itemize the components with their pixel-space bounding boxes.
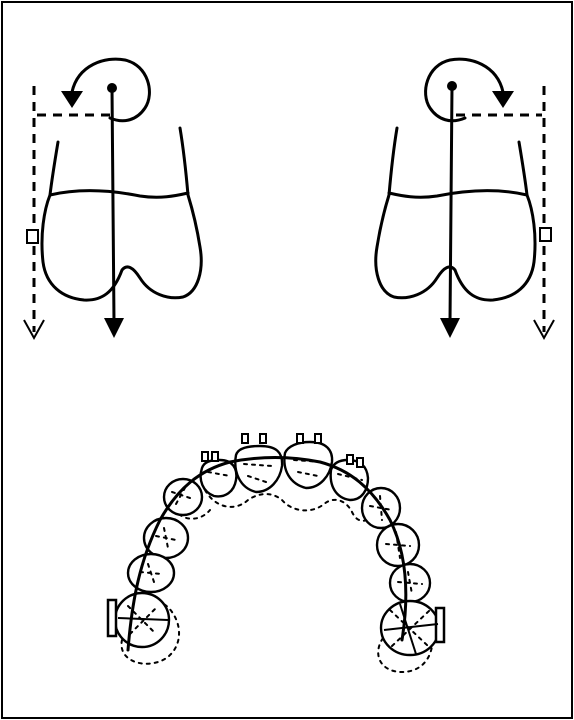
left-bracket (27, 230, 38, 243)
bracket-incisor-2b (315, 434, 321, 443)
left-axis-arrowhead (104, 318, 124, 338)
left-molar-band (108, 600, 116, 636)
bracket-incisor-1a (242, 434, 248, 443)
left-molar-diagram (24, 59, 201, 338)
bracket-lateral-right-b (357, 458, 363, 467)
bracket-incisor-1b (260, 434, 266, 443)
right-axis-arrowhead (440, 318, 460, 338)
left-rotation-arrowhead (61, 91, 83, 108)
right-bracket (540, 228, 551, 241)
dental-arch (108, 434, 444, 672)
right-tooth-outline (376, 128, 535, 300)
right-rotation-arrowhead (492, 91, 514, 108)
right-rotation-arc (426, 59, 503, 121)
bracket-lateral-left-b (212, 452, 218, 461)
left-tooth-cej-line (50, 191, 188, 198)
tooth-left-canine (164, 479, 202, 515)
bracket-lateral-left-a (202, 452, 208, 461)
right-molar-diagram (376, 59, 554, 338)
bracket-incisor-2a (297, 434, 303, 443)
left-long-axis (112, 88, 114, 322)
left-tooth-outline (42, 128, 201, 300)
right-tooth-cej-line (389, 191, 527, 198)
bracket-lateral-right-a (347, 455, 353, 464)
tooth-left-central-incisor (235, 446, 282, 492)
right-long-axis (450, 86, 452, 322)
